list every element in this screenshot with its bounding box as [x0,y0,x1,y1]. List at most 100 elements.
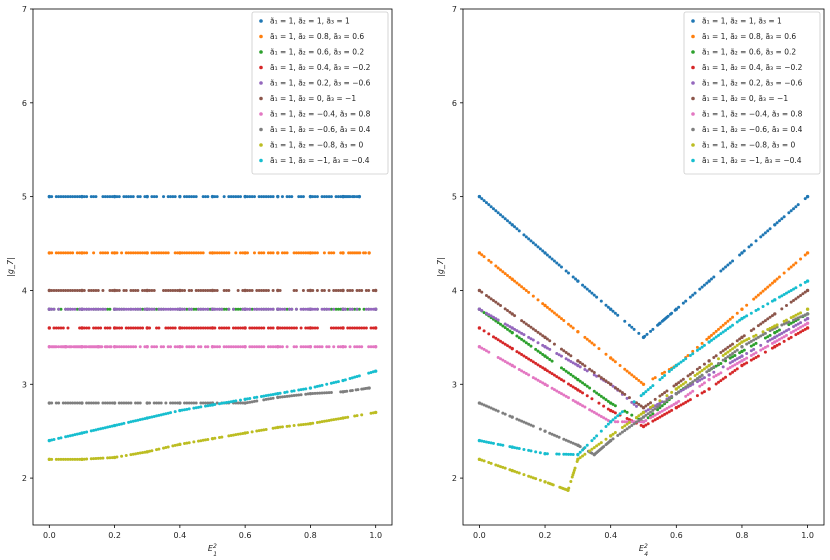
data-point [705,281,709,285]
data-point [73,307,77,311]
data-point [499,443,503,447]
data-point [269,307,273,311]
data-point [606,381,610,385]
data-point [625,396,629,400]
data-point [761,233,765,237]
data-point [108,456,112,460]
data-point [501,443,505,447]
data-point [176,307,180,311]
data-point [183,195,187,199]
data-point [264,394,268,398]
data-point [136,251,140,255]
data-point [517,447,521,451]
data-point [100,345,104,349]
data-point [75,251,79,255]
data-point [136,418,140,422]
data-point [677,399,681,403]
data-point [145,307,149,311]
data-point [794,297,798,301]
data-point [329,251,333,255]
data-point [524,421,528,425]
data-point [180,408,184,412]
data-point [749,353,753,357]
data-point [787,320,791,324]
data-point [608,408,613,413]
data-point [679,389,683,393]
legend-box [683,11,821,175]
data-point [339,288,343,292]
data-point [569,440,573,444]
legend-marker [259,158,263,163]
data-point [64,307,68,311]
data-point [155,251,159,255]
data-point [707,377,711,382]
data-point [99,251,103,255]
data-point [169,195,173,199]
legend-label: ã₁ = 1, ã₂ = −1, ã₃ = −0.4 [702,156,802,165]
data-point [187,345,191,349]
data-point [367,288,371,292]
data-point [484,311,488,315]
data-point [329,195,333,199]
data-point [522,354,526,358]
data-point [80,457,84,462]
data-point [796,316,800,320]
data-point [269,326,273,330]
data-point [684,357,688,361]
data-point [707,279,711,283]
data-point [162,345,166,349]
data-point [665,411,669,415]
data-point [252,345,256,349]
data-point [222,345,226,349]
data-point [278,288,282,292]
data-point [234,345,238,349]
data-point [639,420,643,424]
data-point [290,394,294,398]
data-point [768,227,772,231]
data-point [271,426,275,430]
data-point [112,307,117,311]
data-point [559,317,563,321]
data-point [315,251,319,255]
data-point [248,396,252,400]
data-point [520,419,524,423]
data-point [599,441,603,445]
data-point [608,356,613,360]
data-point [299,326,303,330]
data-point [496,355,500,359]
y-tick-label: 5 [452,193,457,202]
data-point [592,446,596,450]
data-point [550,359,554,363]
data-point [360,413,364,417]
data-point [562,452,566,456]
data-point [608,420,613,424]
data-point [632,402,636,406]
data-point [566,382,570,386]
data-point [555,434,559,438]
data-point [604,379,608,383]
data-point [536,363,540,367]
data-point [773,335,777,340]
data-point [728,372,732,376]
data-point [651,414,655,418]
data-point [731,323,735,327]
data-point [789,321,793,325]
data-point [213,195,217,199]
data-point [304,307,308,311]
data-point [548,307,552,311]
data-point [562,318,566,322]
data-point [252,195,256,199]
data-point [78,457,82,461]
data-point [204,401,208,405]
data-point [576,452,580,457]
data-point [707,359,711,363]
data-point [68,457,72,461]
data-point [754,337,758,341]
data-point [543,451,547,456]
data-point [197,288,201,292]
data-point [522,320,526,324]
data-point [637,402,641,406]
data-point [315,288,319,292]
legend-marker [691,34,695,39]
